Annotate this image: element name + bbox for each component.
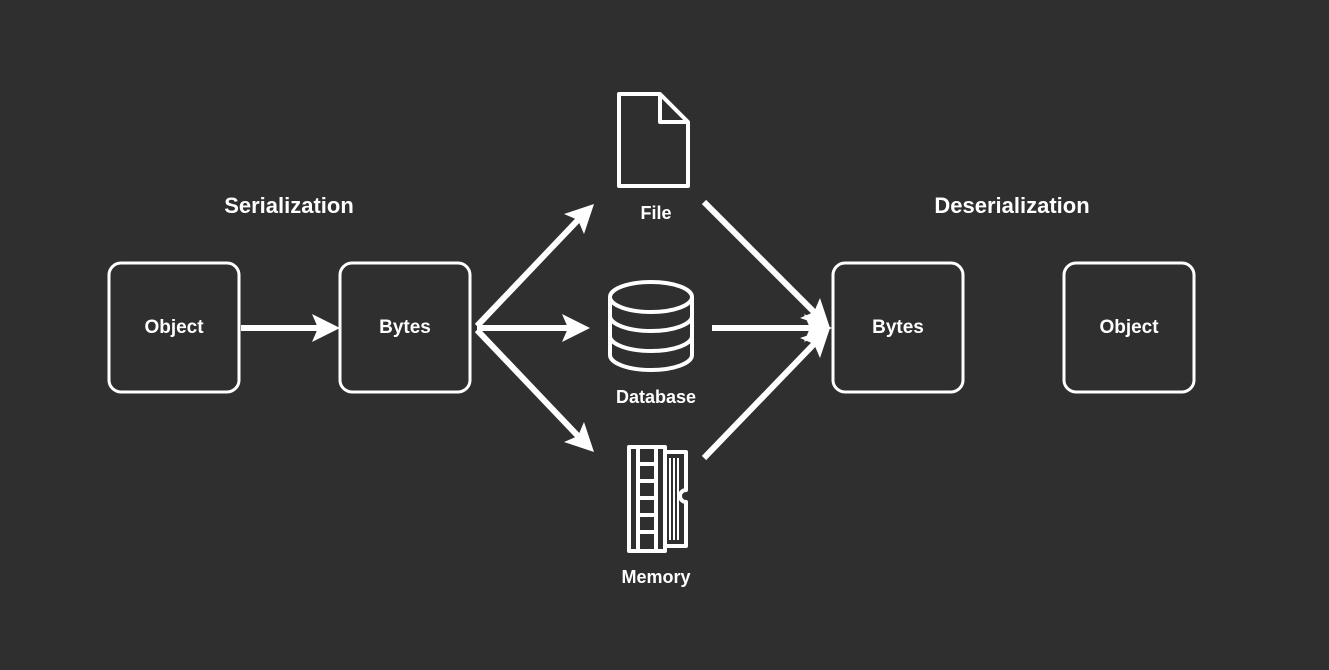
target-object-node: Object: [1062, 261, 1196, 394]
target-bytes-node: Bytes: [831, 261, 965, 394]
target-bytes-box: [831, 261, 965, 394]
deserialization-title: Deserialization: [934, 193, 1089, 218]
database-icon: [608, 280, 694, 372]
target-object-label: Object: [1099, 317, 1159, 338]
arrow-object-to-bytes: [241, 314, 340, 342]
arrow-file-to-bytes: [701, 199, 830, 328]
file-icon: [617, 92, 690, 188]
arrow-bytes-to-memory: [474, 327, 594, 452]
file-label: File: [640, 203, 671, 223]
memory-label: Memory: [621, 567, 690, 587]
source-object-label: Object: [144, 317, 204, 338]
source-bytes-label: Bytes: [379, 317, 431, 338]
serialization-title: Serialization: [224, 193, 354, 218]
database-label: Database: [616, 387, 696, 407]
memory-chip-icon: [627, 445, 688, 553]
arrow-bytes-to-database: [477, 314, 590, 342]
source-object-box: [107, 261, 241, 394]
source-bytes-box: [338, 261, 472, 394]
arrow-bytes-to-file: [474, 204, 594, 329]
source-bytes-node: Bytes: [338, 261, 472, 394]
target-bytes-label: Bytes: [872, 317, 924, 338]
target-object-box: [1062, 261, 1196, 394]
source-object-node: Object: [107, 261, 241, 394]
arrow-memory-to-bytes: [701, 328, 830, 461]
